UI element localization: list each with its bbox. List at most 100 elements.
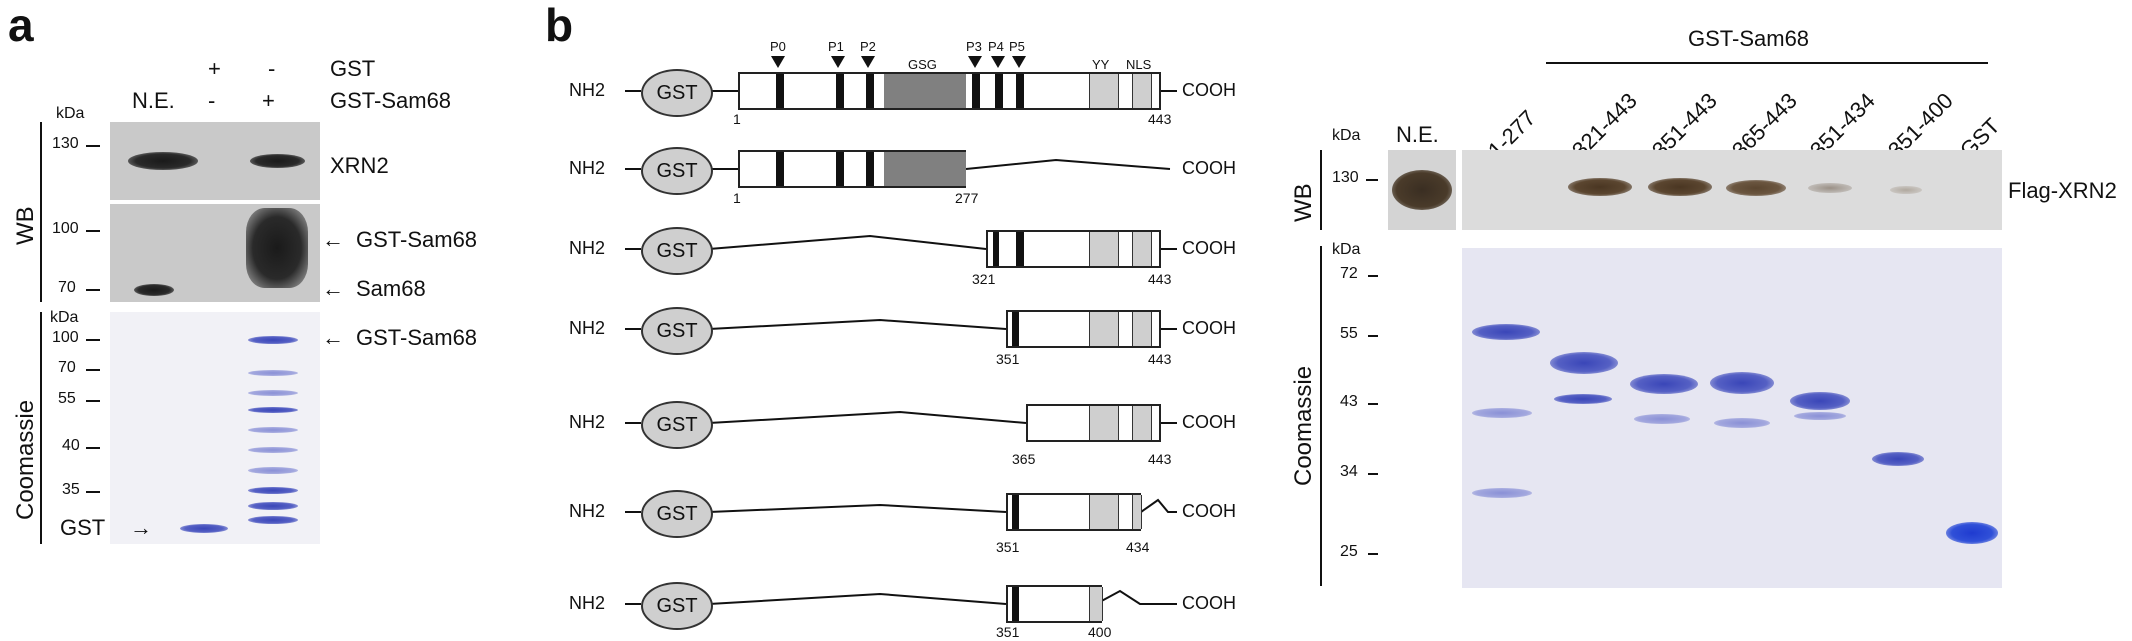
segment-p3 (993, 232, 999, 266)
gst-tag-label: GST (656, 319, 698, 342)
coom-marker-100: 100 (52, 329, 79, 346)
construct-box-1-277 (738, 150, 966, 188)
segment-p2 (866, 152, 874, 186)
panel-a-wb-label: WB (12, 206, 39, 245)
construct-start-label: 321 (972, 271, 996, 287)
blot-wb-gel (1462, 150, 2002, 230)
gst-tag-icon: GST (641, 147, 713, 195)
wb-gel-xrn2 (110, 122, 320, 200)
panel-a-kda-coom: kDa (50, 309, 79, 326)
band-blot-351-400 (1890, 186, 1922, 194)
construct-start-label: 1 (733, 190, 741, 206)
p1-triangle-icon (831, 56, 845, 68)
blot-kda-wb: kDa (1332, 127, 1361, 144)
segment-p4 (995, 74, 1003, 108)
coom-marker-35-tick (86, 491, 100, 493)
band-blot-365-443 (1726, 180, 1786, 196)
segment-p3 (972, 74, 980, 108)
blot-coomassie-label: Coomassie (1290, 365, 1317, 486)
band-coom-ladder-9 (248, 516, 298, 524)
blot-coom-marker-43: 43 (1340, 393, 1358, 410)
segment-p1 (836, 152, 844, 186)
domain-label-p0: P0 (770, 39, 786, 54)
construct-end-label: 434 (1126, 539, 1150, 555)
cooh-label: COOH (1182, 318, 1236, 338)
segment-gsg (884, 74, 966, 108)
gst-tag-label: GST (656, 81, 698, 104)
blot-wb-label: WB (1290, 183, 1317, 222)
segment-p5 (1016, 232, 1024, 266)
blot-coom-marker-55: 55 (1340, 325, 1358, 342)
panel-a-coomassie-label: Coomassie (12, 399, 39, 520)
gst-tag-label: GST (656, 502, 698, 525)
band-coom-1-277-lowest (1472, 488, 1532, 498)
header-gst-sam68-lane3: + (262, 88, 275, 113)
panel-a-kda-wb: kDa (56, 105, 85, 122)
coomassie-gel-a (110, 312, 320, 544)
gst-tag-icon: GST (641, 227, 713, 275)
nh2-label: NH2 (569, 593, 606, 613)
band-coom-351-434 (1790, 392, 1850, 410)
construct-end-label: 443 (1148, 111, 1172, 127)
domain-label-yy: YY (1092, 57, 1110, 72)
band-coom-gst (1946, 522, 1998, 544)
arrow-gst-coom: → (130, 515, 152, 540)
blot-coom-marker-34: 34 (1340, 463, 1358, 480)
segment-p2 (866, 74, 874, 108)
blot-ne-label: N.E. (1396, 122, 1439, 147)
segment-p5 (1016, 74, 1024, 108)
wb-gel-sam68 (110, 204, 320, 302)
cooh-label: COOH (1182, 412, 1236, 432)
nh2-label: NH2 (569, 238, 606, 258)
gst-tag-label: GST (656, 239, 698, 262)
segment-p5 (1012, 587, 1019, 621)
blot-wb-marker-130: 130 (1332, 169, 1359, 186)
nh2-label: NH2 (569, 318, 606, 338)
domain-label-nls: NLS (1126, 57, 1152, 72)
band-coom-ladder-1 (248, 370, 298, 376)
band-gst-coom (180, 524, 228, 533)
domain-label-p3: P3 (966, 39, 982, 54)
wb-marker-130-tick (86, 145, 100, 147)
segment-nls (1132, 74, 1152, 108)
nh2-label: NH2 (569, 158, 606, 178)
band-coom-321-443 (1550, 352, 1618, 374)
cooh-label: COOH (1182, 80, 1236, 100)
band-coom-1-277-lower (1472, 408, 1532, 418)
segment-yy (1089, 495, 1119, 529)
band-blot-ne (1392, 170, 1452, 210)
band-coom-ladder-8 (248, 502, 298, 510)
blot-coom-marker-72: 72 (1340, 265, 1358, 282)
blot-coom-gel (1462, 248, 2002, 588)
blot-title-bar (1546, 62, 1988, 64)
segment-gsg (884, 152, 966, 186)
p3-triangle-icon (968, 56, 982, 68)
blot-coom-marker-25: 25 (1340, 543, 1358, 560)
arrow-gst-sam68-coom: ← (322, 325, 344, 350)
construct-end-label: 277 (955, 190, 979, 206)
blot-title: GST-Sam68 (1688, 26, 1810, 51)
gst-tag-icon: GST (641, 582, 713, 630)
segment-yy (1089, 406, 1119, 440)
construct-box-351-443 (1006, 310, 1161, 348)
panel-b-label: b (545, 0, 574, 51)
cooh-label: COOH (1182, 593, 1236, 613)
segment-nls (1132, 232, 1152, 266)
nh2-label: NH2 (569, 80, 606, 100)
band-coom-ladder-4 (248, 427, 298, 433)
band-coom-351-434-lower (1794, 412, 1846, 420)
band-coom-ladder-7 (248, 487, 298, 494)
header-gst-label: GST (330, 56, 376, 81)
construct-start-label: 351 (996, 539, 1020, 555)
header-gst-lane2: + (208, 56, 221, 81)
header-gst-sam68-lane2: - (208, 88, 216, 113)
label-sam68: Sam68 (356, 276, 426, 301)
blot-coom-marker-43-tick (1368, 403, 1378, 405)
construct-end-label: 443 (1148, 271, 1172, 287)
coom-marker-40: 40 (62, 437, 80, 454)
blot-coom-bracket (1320, 246, 1322, 586)
segment-p0 (776, 152, 784, 186)
band-coom-1-277 (1472, 324, 1540, 340)
construct-start-label: 365 (1012, 451, 1036, 467)
gst-tag-label: GST (656, 594, 698, 617)
